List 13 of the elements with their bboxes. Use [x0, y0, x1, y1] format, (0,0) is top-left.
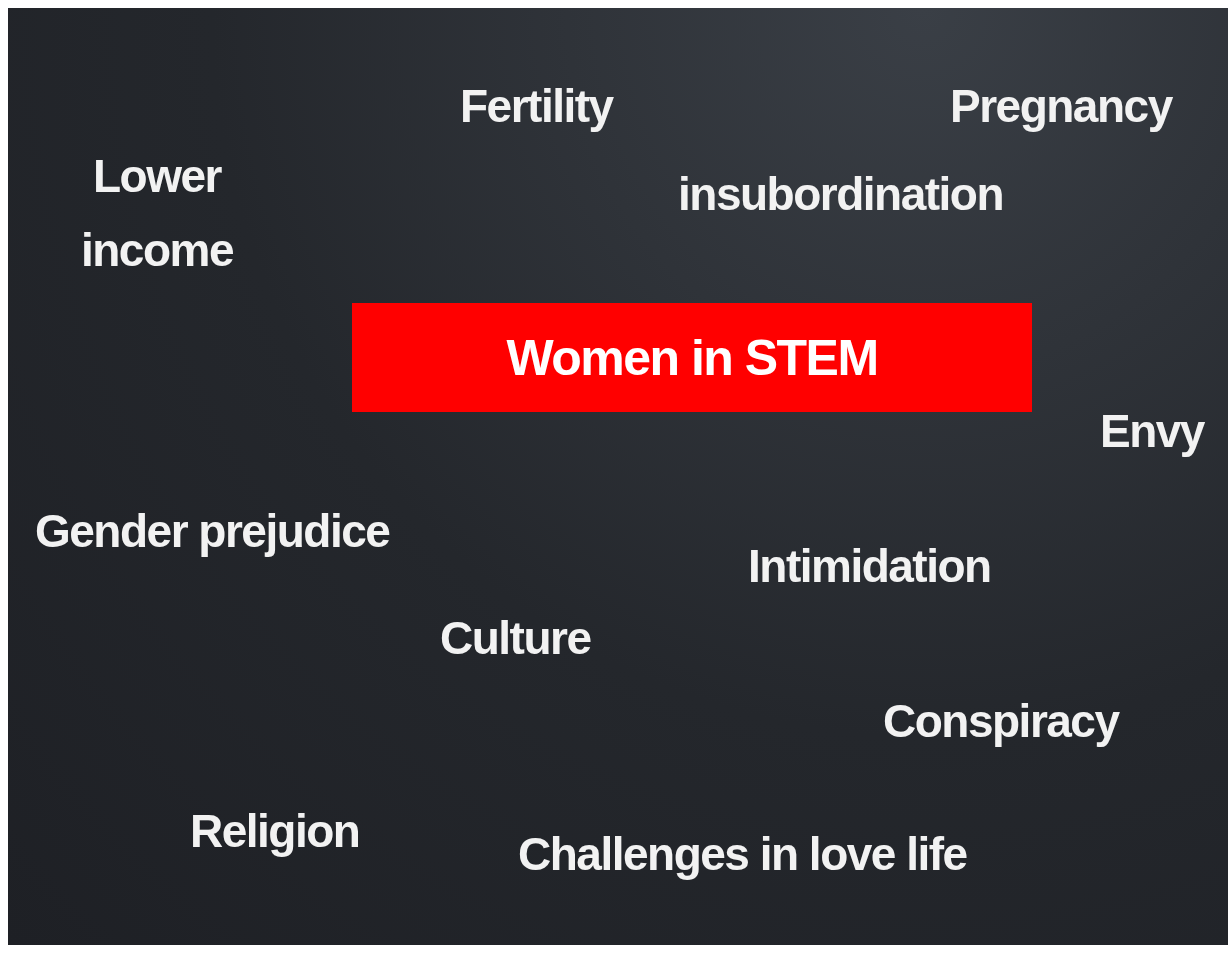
- keyword-text: Religion: [190, 805, 360, 858]
- title-text: Women in STEM: [506, 328, 878, 387]
- keyword-text: insubordination: [678, 168, 1003, 221]
- keyword-text: Fertility: [460, 80, 613, 133]
- keyword-text: Envy: [1100, 405, 1204, 458]
- keyword-text: Lower income: [79, 149, 234, 278]
- keyword-text: Challenges in love life: [518, 828, 967, 881]
- keyword-text: Pregnancy: [950, 80, 1172, 133]
- keyword-text: Conspiracy: [883, 695, 1119, 748]
- keyword-text: Intimidation: [748, 540, 991, 593]
- highlight-box: [352, 303, 1032, 412]
- keyword-text: Culture: [440, 612, 591, 665]
- keyword-text: Gender prejudice: [35, 505, 390, 558]
